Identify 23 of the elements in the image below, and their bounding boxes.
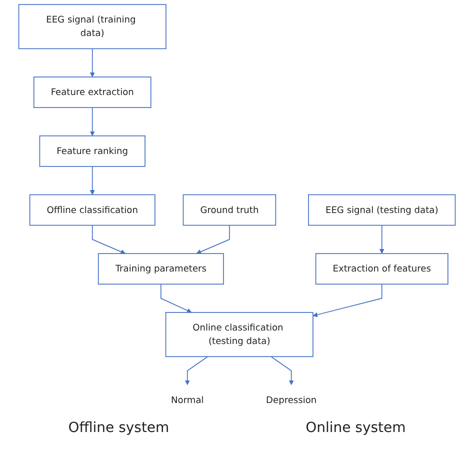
node-box: Ground truth (182, 194, 276, 226)
node-box: Extraction of features (315, 253, 448, 285)
node-box: Offline classification (29, 194, 156, 226)
node-box: Training parameters (98, 253, 224, 285)
arrow (90, 166, 95, 195)
arrow (90, 48, 95, 78)
node-box: Feature extraction (33, 76, 152, 108)
arrow (184, 356, 208, 386)
arrow (379, 224, 384, 254)
arrow (92, 224, 126, 254)
node-text: Normal (171, 394, 204, 406)
node-box: EEG signal (testing data) (308, 194, 456, 226)
system-label: Online system (306, 420, 406, 436)
node-text: Depression (266, 394, 317, 406)
arrow (312, 284, 382, 318)
system-label: Offline system (68, 420, 170, 436)
arrow (90, 107, 95, 136)
node-box: EEG signal (training data) (18, 4, 166, 50)
node-box: Online classification (testing data) (165, 312, 314, 358)
arrow (196, 224, 230, 254)
arrow (270, 356, 294, 386)
node-box: Feature ranking (39, 135, 146, 167)
arrow (160, 284, 192, 313)
